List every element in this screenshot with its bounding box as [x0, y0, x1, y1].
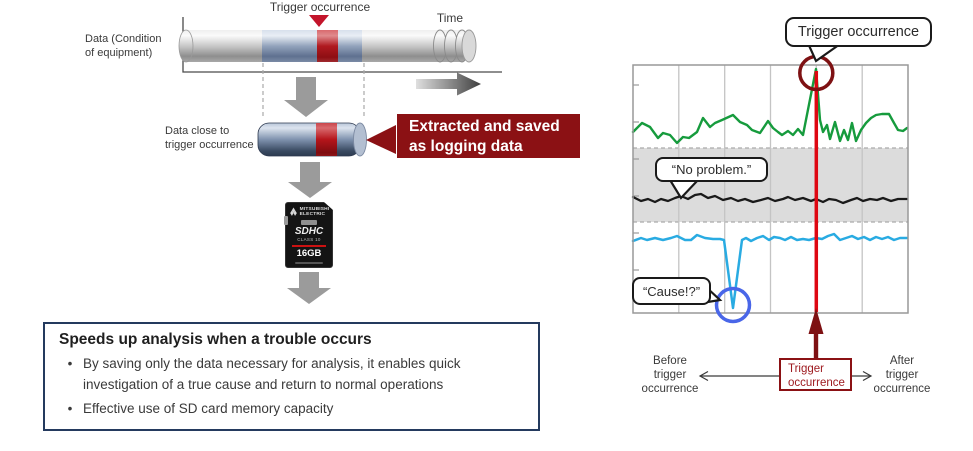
sdhc-logo: SDHC — [294, 225, 324, 237]
extracted-saved-box: Extracted and saved as logging data — [397, 114, 580, 158]
sd-brand: MITSUBISHI ELECTRIC — [286, 207, 332, 218]
summary-bullet: • By saving only the data necessary for … — [57, 354, 526, 395]
full-data-cylinder — [178, 29, 477, 63]
sd-hologram — [301, 219, 317, 225]
sd-model-text-bar — [295, 261, 323, 265]
trigger-callout: Trigger occurrence — [785, 17, 932, 47]
trigger-occurrence-label: Trigger occurrence — [269, 0, 371, 14]
trigger-band — [316, 123, 337, 156]
summary-title: Speeds up analysis when a trouble occurs — [59, 331, 372, 348]
upper-signal-green — [631, 67, 909, 145]
plot-border — [632, 64, 909, 314]
extract-callout-arrow-icon — [366, 125, 396, 154]
trigger-occurrence-box: Trigger occurrence — [779, 358, 852, 391]
trigger-band — [317, 30, 338, 62]
lower-signal-blue — [631, 232, 909, 310]
before-trigger-label: Before trigger occurrence — [641, 355, 699, 395]
time-label: Time — [436, 11, 464, 25]
cause-callout: “Cause!?” — [632, 277, 711, 305]
sd-card: MITSUBISHI ELECTRIC SDHC CLASS 10 16GB — [284, 202, 333, 268]
mitsubishi-logo-icon — [289, 207, 297, 217]
after-trigger-label: After trigger occurrence — [873, 355, 931, 395]
sd-class-label: CLASS 10 — [297, 236, 321, 242]
sd-red-stripe — [292, 244, 326, 247]
logged-window-section — [262, 30, 362, 62]
data-close-label: Data close to trigger occurrence — [165, 125, 254, 151]
no-problem-callout: “No problem.” — [655, 157, 768, 182]
down-arrow-icon — [288, 162, 332, 198]
sd-lock-switch — [284, 216, 288, 225]
middle-signal-black — [631, 192, 909, 205]
summary-box: Speeds up analysis when a trouble occurs… — [43, 322, 540, 431]
sd-capacity-label: 16GB — [296, 247, 322, 259]
down-arrow-icon — [287, 272, 331, 304]
down-arrow-icon — [284, 77, 328, 117]
data-condition-label: Data (Condition of equipment) — [85, 33, 162, 59]
before-after-arrows — [698, 370, 873, 382]
sd-card-notch — [324, 202, 333, 210]
trigger-marker-icon — [309, 15, 329, 27]
extracted-data-cylinder — [257, 122, 367, 157]
cause-dip-circle — [714, 286, 752, 324]
summary-bullet: • Effective use of SD card memory capaci… — [57, 399, 526, 420]
bullet-icon: • — [67, 356, 73, 371]
bullet-icon: • — [67, 401, 73, 417]
time-direction-arrow-icon — [416, 72, 481, 96]
trigger-up-arrow-icon — [808, 308, 824, 358]
